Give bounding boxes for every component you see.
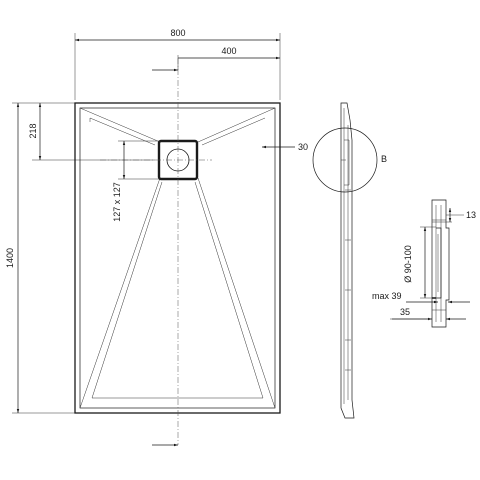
drain-diameter-label: Ø 90-100: [403, 245, 413, 283]
lip-label: 13: [466, 210, 476, 220]
side-section-view: B: [312, 102, 387, 419]
detail-b-circle: [312, 127, 378, 193]
width-total-label: 800: [170, 28, 185, 38]
max-height-label: max 39: [372, 291, 402, 301]
drain-size-dimension: 127 x 127: [112, 140, 159, 222]
drain-size-label: 127 x 127: [112, 182, 122, 222]
tray-inner-edge: [79, 107, 276, 409]
width-half-label: 400: [221, 46, 236, 56]
length-total-label: 1400: [5, 248, 15, 268]
tray-plan-view: [74, 58, 281, 445]
top-dimension-group: 800 400: [74, 28, 281, 100]
tray-outer-edge: [74, 102, 281, 414]
rim-dimension: 30: [262, 142, 308, 152]
drain-offset-label: 218: [28, 123, 38, 138]
rim-label: 30: [298, 142, 308, 152]
detail-b-label: B: [381, 154, 387, 164]
detail-b-view: 13 Ø 90-100 max 39 35: [372, 199, 476, 328]
tray-height-label: 35: [400, 307, 410, 317]
